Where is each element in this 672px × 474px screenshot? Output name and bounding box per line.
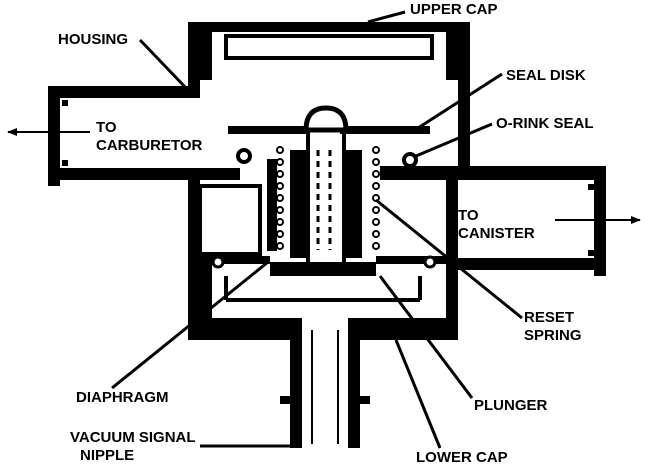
plunger-dome <box>303 105 349 133</box>
plunger <box>270 134 376 276</box>
label-vacuum-signal-line1: VACUUM SIGNAL <box>70 429 196 446</box>
label-to-carburetor-line1: TO <box>96 119 117 136</box>
upper-cap-inner <box>224 34 434 60</box>
diaphragm <box>200 255 446 269</box>
seal-disk <box>228 105 430 134</box>
housing-body <box>188 22 470 166</box>
carburetor-port <box>48 86 240 186</box>
leader-lines <box>111 10 523 449</box>
label-lower-cap: LOWER CAP <box>416 449 508 466</box>
label-reset-spring-line2: SPRING <box>524 327 582 344</box>
label-to-canister-line1: TO <box>458 207 479 224</box>
o-ring-right <box>402 152 418 168</box>
spring-left <box>267 146 284 251</box>
label-vacuum-signal-line2: NIPPLE <box>80 447 134 464</box>
label-to-canister-line2: CANISTER <box>458 225 535 242</box>
label-to-carburetor-line2: CARBURETOR <box>96 137 203 154</box>
spring-right <box>372 146 380 250</box>
label-plunger: PLUNGER <box>474 397 548 414</box>
o-ring-left <box>236 148 252 164</box>
label-upper-cap: UPPER CAP <box>410 1 498 18</box>
housing-left-wall <box>188 22 200 96</box>
reset-spring <box>267 146 380 251</box>
label-diaphragm: DIAPHRAGM <box>76 389 169 406</box>
label-seal-disk: SEAL DISK <box>506 67 586 84</box>
upper-cap-shell <box>200 22 458 80</box>
label-reset-spring-line1: RESET <box>524 309 574 326</box>
lower-housing-left <box>188 180 262 340</box>
label-housing: HOUSING <box>58 31 128 48</box>
label-o-ring-seal: O-RINK SEAL <box>496 115 594 132</box>
vacuum-nipple <box>280 318 370 448</box>
